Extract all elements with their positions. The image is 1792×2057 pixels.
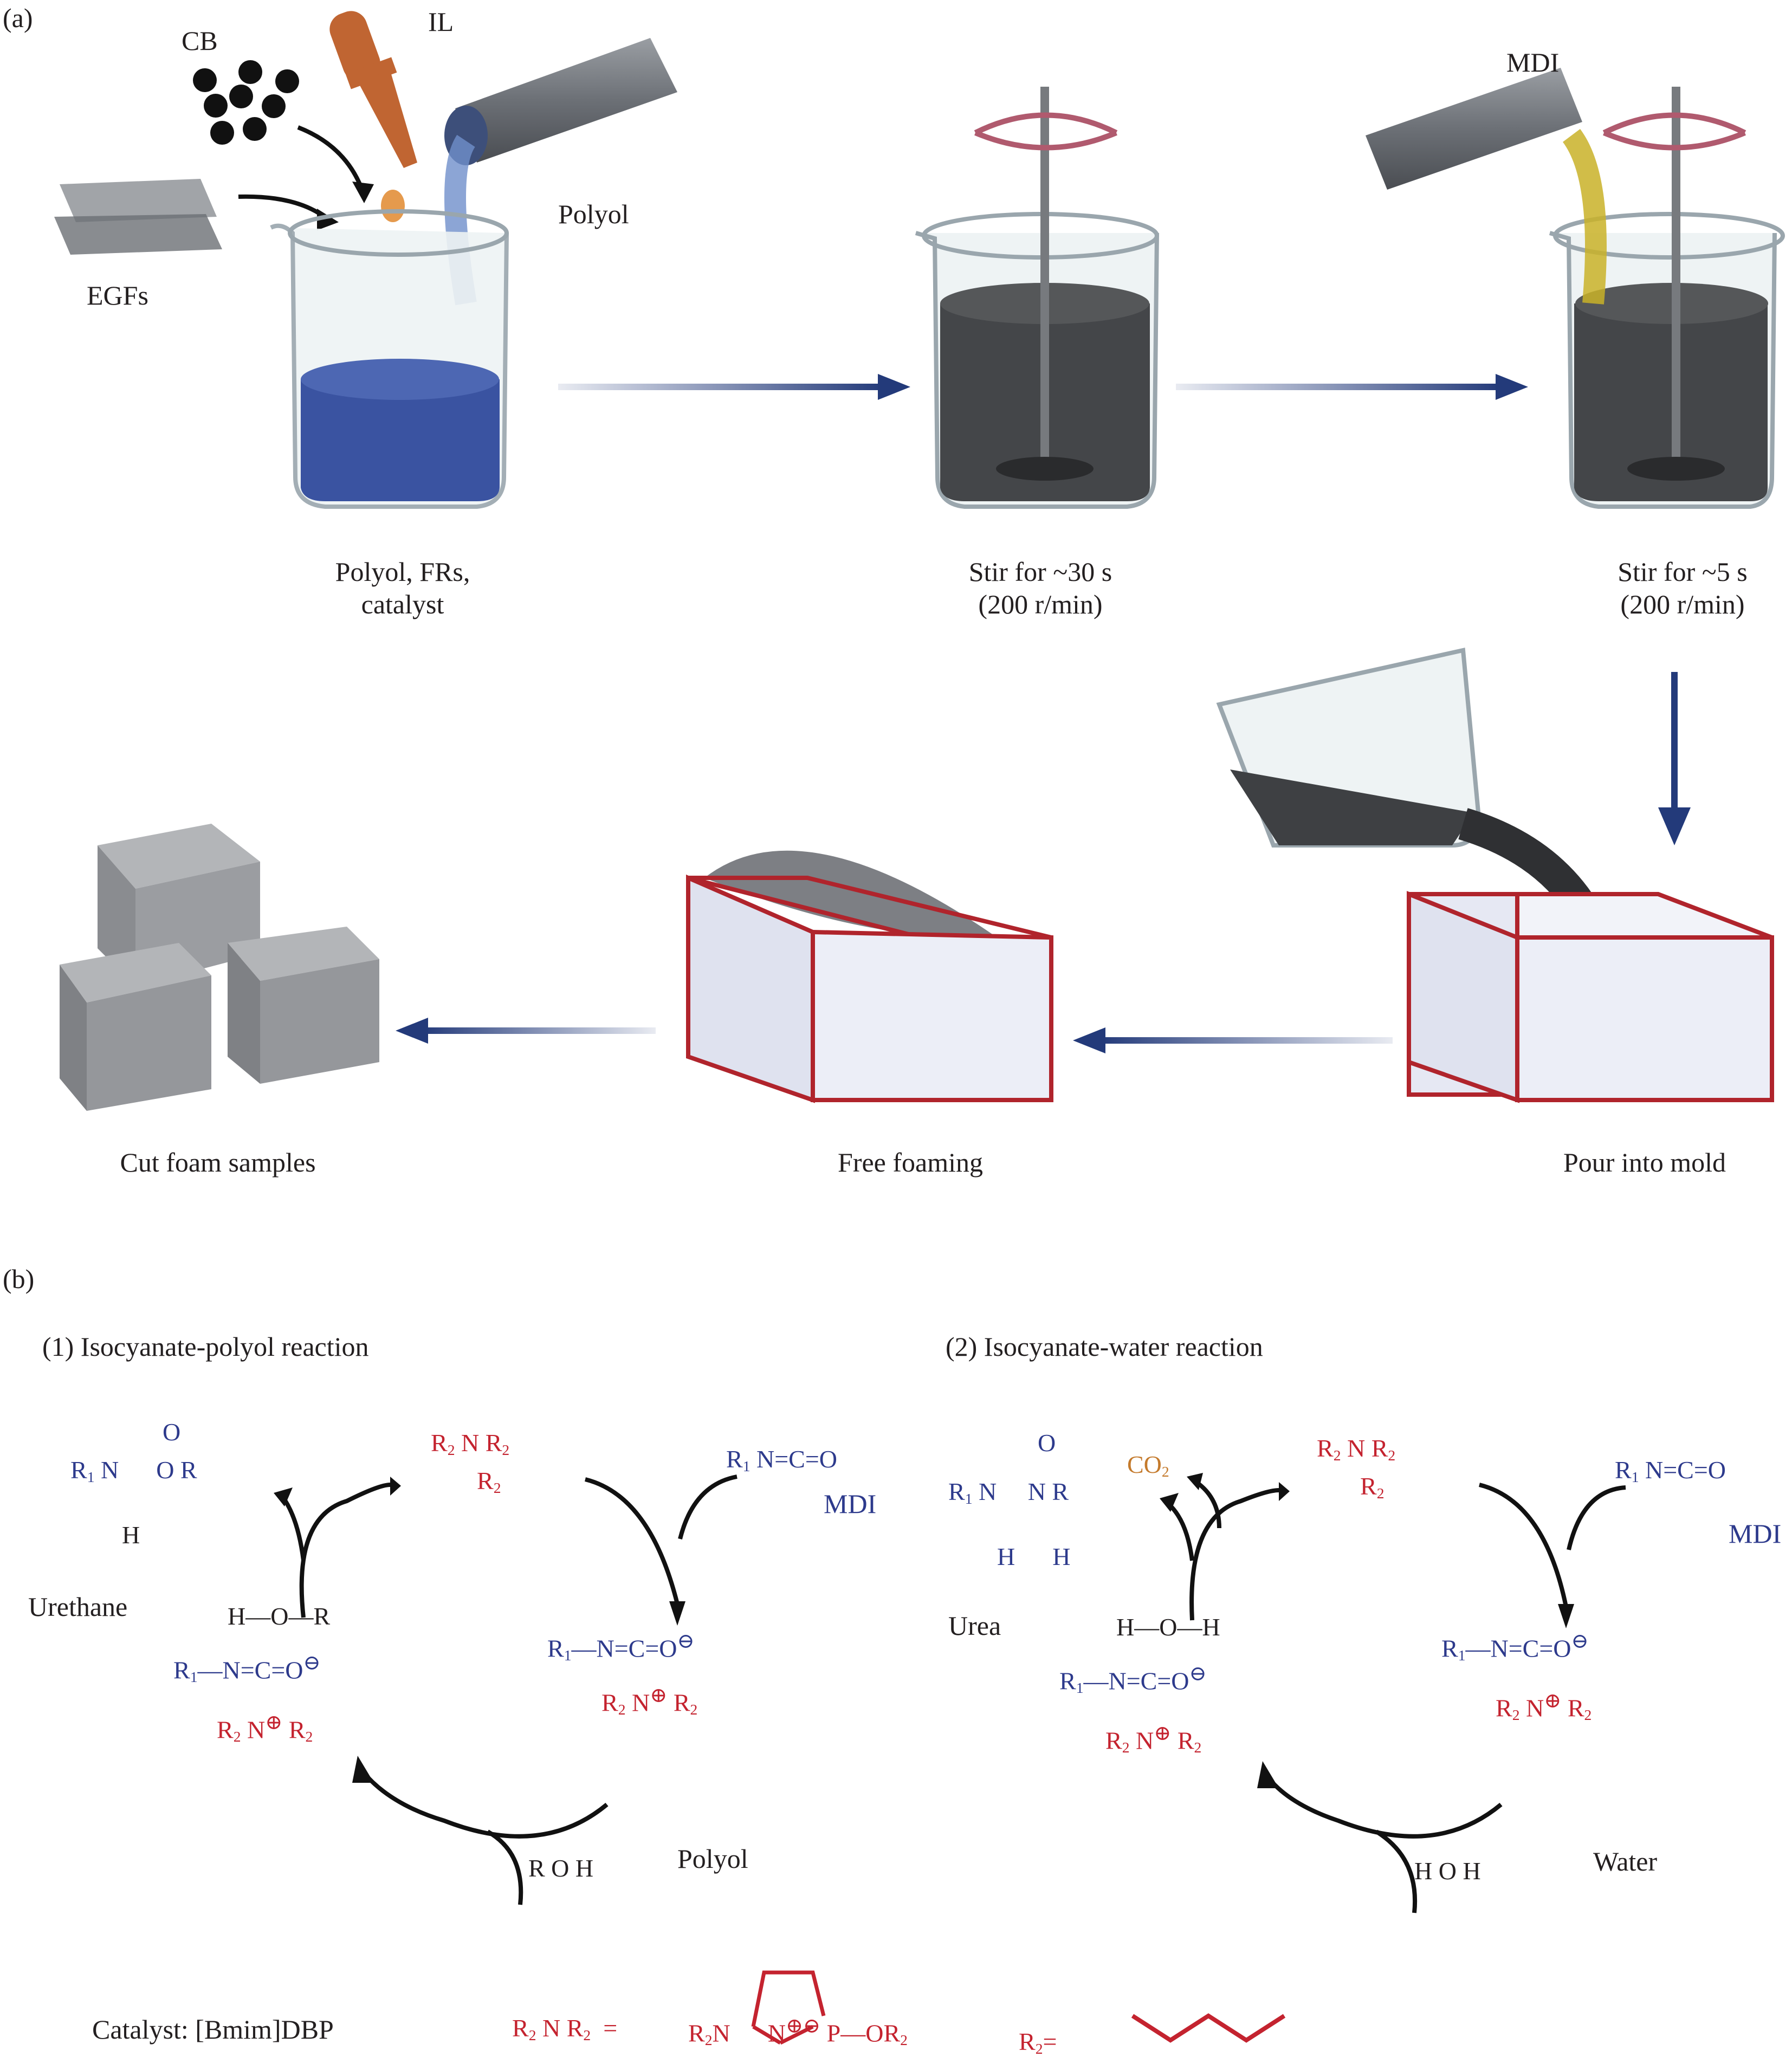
- dropper-icon: [329, 11, 417, 222]
- panel-a-graphics: [54, 11, 1785, 1111]
- reaction-1-title: (1) Isocyanate-polyol reaction: [42, 1331, 369, 1362]
- amine-catalyst-2: R2 N R2: [1317, 1434, 1396, 1464]
- catalyst-bmim-dbp: R2N N⊕⊖ P—OR2: [688, 2015, 908, 2049]
- mdi-2-structure: R1 N=C=O: [1615, 1456, 1726, 1485]
- carbon-black-icon: [193, 60, 299, 145]
- intermediate-2b-hoh: H—O—H: [1116, 1613, 1220, 1641]
- r2-definition: R2=: [1019, 2028, 1057, 2057]
- arrow-step5-icon: [423, 1027, 656, 1034]
- free-foaming-mold-icon: [686, 850, 1053, 1103]
- butyl-chain-icon: [1131, 2013, 1286, 2043]
- beaker-stir-5s-icon: [1366, 68, 1785, 509]
- label-il: IL: [428, 7, 454, 37]
- urethane-h: H: [122, 1521, 140, 1549]
- mdi-1-structure: R1 N=C=O: [726, 1445, 837, 1474]
- arrow-step1-icon: [558, 384, 883, 390]
- step-4-caption: Pour into mold: [1563, 1147, 1726, 1178]
- urea-o: O: [1038, 1429, 1056, 1457]
- label-egfs: EGFs: [87, 280, 148, 311]
- foam-cubes-icon: [60, 824, 379, 1111]
- beaker-polyol-icon: [270, 209, 509, 509]
- intermediate-2a-amine: R2 N⊕ R2: [1496, 1690, 1592, 1724]
- mdi-2-label: MDI: [1729, 1518, 1782, 1549]
- water-structure: H O H: [1414, 1857, 1481, 1885]
- coreactant-2-label: Water: [1593, 1846, 1658, 1877]
- cb-arrow-icon: [297, 125, 365, 193]
- panel-b-label: (b): [3, 1264, 35, 1294]
- egf-sheets-icon: [54, 179, 222, 255]
- catalyst-amine: R2 N R2 =: [512, 2014, 618, 2043]
- label-mdi: MDI: [1506, 47, 1560, 77]
- step-3-caption-line2: (200 r/min): [1620, 589, 1745, 619]
- arrow-step2-icon: [1176, 384, 1501, 390]
- intermediate-2b: R1—N=C=O⊖: [1059, 1663, 1207, 1697]
- amine-catalyst-1-r2: R2: [477, 1467, 501, 1496]
- arrow-step4-icon: [1100, 1037, 1393, 1044]
- step-2-caption-line1: Stir for ~30 s: [968, 557, 1112, 587]
- intermediate-1b-amine: R2 N⊕ R2: [217, 1711, 313, 1745]
- coreactant-1-label: Polyol: [677, 1843, 748, 1874]
- urethane-structure: R1 N O R: [70, 1456, 197, 1485]
- mdi-1-label: MDI: [824, 1489, 877, 1519]
- intermediate-2b-amine: R2 N⊕ R2: [1105, 1722, 1202, 1756]
- product-2-label: Urea: [948, 1610, 1001, 1641]
- intermediate-1a-amine: R2 N⊕ R2: [601, 1684, 698, 1718]
- step-1-caption-line2: catalyst: [361, 589, 444, 619]
- step-6-caption: Cut foam samples: [120, 1147, 316, 1178]
- label-cb: CB: [182, 25, 218, 56]
- beaker-stir-30s-icon: [915, 87, 1159, 509]
- amine-catalyst-2-r2: R2: [1360, 1472, 1385, 1502]
- step-2-caption-line2: (200 r/min): [978, 589, 1103, 619]
- co2-byproduct: CO2: [1127, 1451, 1169, 1480]
- step-3-caption-line1: Stir for ~5 s: [1618, 557, 1748, 587]
- panel-a-label: (a): [3, 3, 33, 33]
- step-1-caption-line1: Polyol, FRs,: [335, 557, 470, 587]
- label-polyol: Polyol: [558, 199, 629, 229]
- polyol-structure: R O H: [528, 1854, 594, 1882]
- intermediate-1a: R1—N=C=O⊖: [547, 1630, 695, 1664]
- product-1-label: Urethane: [28, 1592, 128, 1622]
- amine-catalyst-1: R2 N R2: [431, 1429, 510, 1458]
- intermediate-2a: R1—N=C=O⊖: [1441, 1630, 1589, 1664]
- mold-pour-icon: [1216, 648, 1774, 1103]
- reaction-2-title: (2) Isocyanate-water reaction: [946, 1331, 1263, 1362]
- catalyst-label: Catalyst: [Bmim]DBP: [92, 2014, 334, 2045]
- urethane-o: O: [163, 1418, 181, 1446]
- intermediate-1b-hor: H—O—R: [228, 1602, 331, 1630]
- urea-h: H H: [997, 1543, 1071, 1570]
- co2-text: CO: [1127, 1451, 1162, 1478]
- urea-structure: R1 N N R: [948, 1478, 1069, 1507]
- arrow-down-icon: [1671, 672, 1678, 813]
- step-5-caption: Free foaming: [838, 1147, 983, 1178]
- intermediate-1b: R1—N=C=O⊖: [173, 1652, 321, 1686]
- imidazolium-ring-icon: [751, 1970, 826, 2045]
